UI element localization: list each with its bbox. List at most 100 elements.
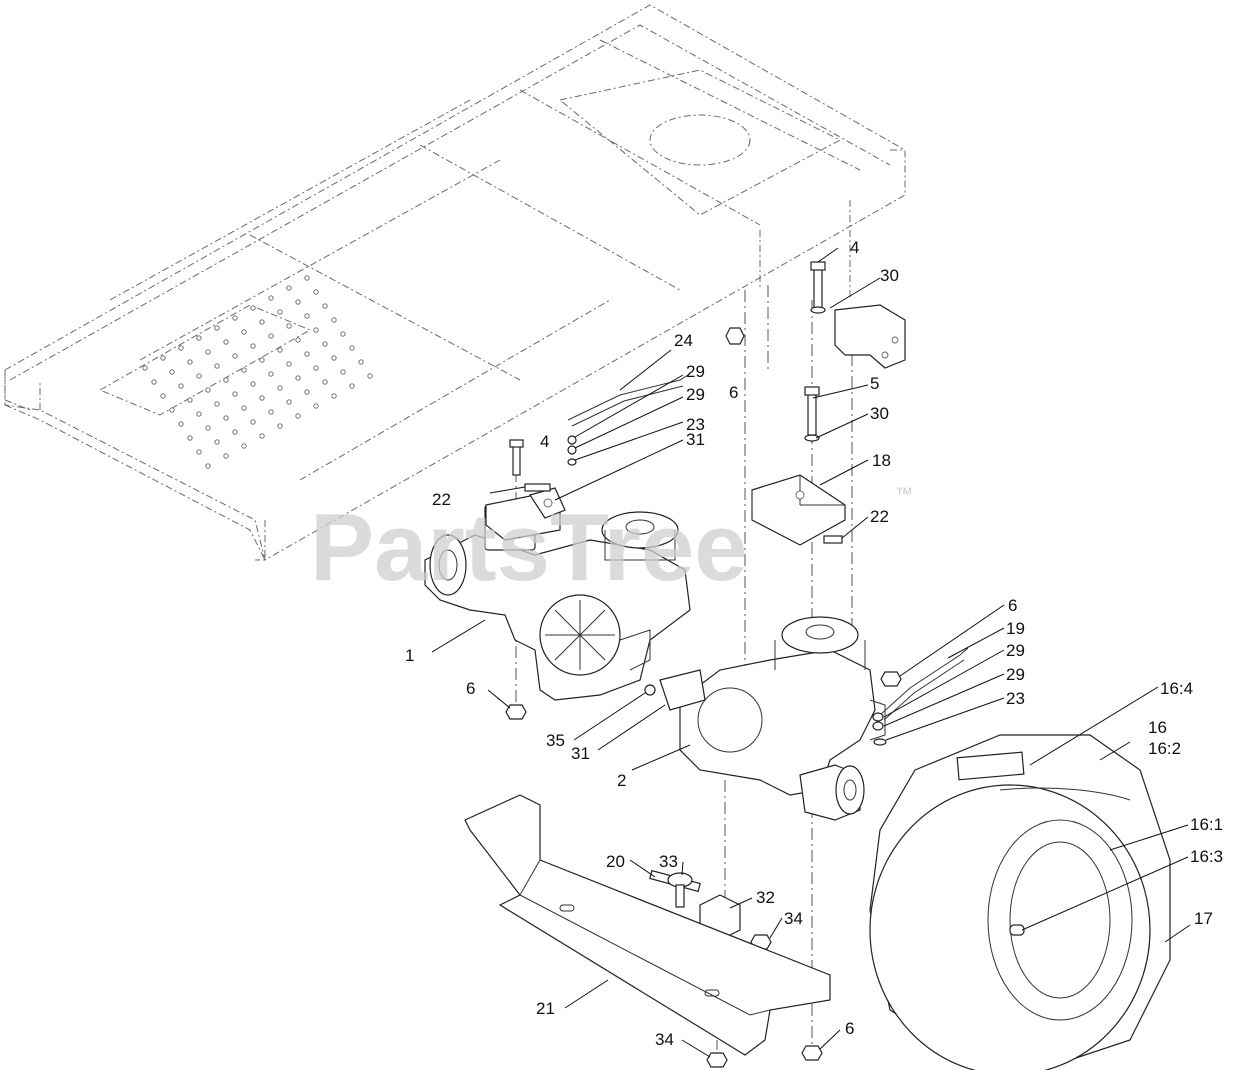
callout-16-2: 16:2 bbox=[1148, 739, 1181, 758]
mower-frame bbox=[4, 4, 906, 561]
floor-plate-hole bbox=[295, 375, 301, 381]
callout-16-1: 16:1 bbox=[1190, 815, 1223, 834]
partstree-watermark: PartsTree ™ bbox=[310, 484, 913, 601]
callout-22-right: 22 bbox=[870, 507, 889, 526]
floor-plate-hole bbox=[295, 337, 301, 343]
floor-plate-hole bbox=[367, 373, 373, 379]
floor-plate-hole bbox=[214, 439, 220, 445]
callout-labels: 4 30 24 29 29 23 31 6 5 30 18 22 4 22 1 … bbox=[405, 238, 1223, 1049]
mount-bracket-18 bbox=[751, 474, 846, 546]
callout-23-left: 23 bbox=[686, 415, 705, 434]
floor-plate-hole bbox=[187, 397, 193, 403]
floor-plate-hole bbox=[187, 435, 193, 441]
callout-30-upper: 30 bbox=[880, 266, 899, 285]
floor-plate-hole bbox=[322, 341, 328, 347]
floor-plate-hole bbox=[250, 343, 256, 349]
floor-plate-hole bbox=[205, 387, 211, 393]
floor-plate-hole bbox=[295, 299, 301, 305]
floor-plate-hole bbox=[286, 361, 292, 367]
floor-plate-hole bbox=[205, 425, 211, 431]
callout-6-frame: 6 bbox=[729, 383, 738, 402]
callout-29-right-a: 29 bbox=[1006, 641, 1025, 660]
floor-plate-hole bbox=[178, 421, 184, 427]
floor-plate-hole bbox=[196, 335, 202, 341]
floor-plate-hole bbox=[223, 339, 229, 345]
floor-plate-hole bbox=[223, 377, 229, 383]
floor-plate-hole bbox=[241, 405, 247, 411]
callout-31-lower: 31 bbox=[571, 744, 590, 763]
floor-plate-hole bbox=[232, 315, 238, 321]
floor-plate-hole bbox=[178, 383, 184, 389]
floor-plate-hole bbox=[268, 371, 274, 377]
callout-6-right: 6 bbox=[1008, 596, 1017, 615]
floor-plate-hole bbox=[322, 303, 328, 309]
floor-plate-hole bbox=[304, 351, 310, 357]
callout-21: 21 bbox=[536, 999, 555, 1018]
callout-22-left: 22 bbox=[432, 490, 451, 509]
callout-5: 5 bbox=[870, 374, 879, 393]
floor-plate-hole bbox=[259, 433, 265, 439]
floor-plate-hole bbox=[277, 309, 283, 315]
floor-plate-hole bbox=[241, 367, 247, 373]
floor-plate-hole bbox=[241, 329, 247, 335]
floor-plate-hole bbox=[169, 369, 175, 375]
floor-plate-hole bbox=[304, 313, 310, 319]
floor-plate-hole bbox=[322, 379, 328, 385]
callout-2: 2 bbox=[617, 771, 626, 790]
floor-plate-hole bbox=[250, 305, 256, 311]
callout-35: 35 bbox=[546, 731, 565, 750]
callout-29-right-b: 29 bbox=[1006, 665, 1025, 684]
floor-plate-hole bbox=[205, 463, 211, 469]
floor-plate-hole bbox=[160, 355, 166, 361]
watermark-text: PartsTree bbox=[310, 494, 748, 601]
floor-plate-hole bbox=[214, 363, 220, 369]
floor-plate-hole bbox=[304, 275, 310, 281]
floor-plate-hole bbox=[196, 411, 202, 417]
callout-31-upper: 31 bbox=[686, 430, 705, 449]
floor-plate-hole bbox=[358, 359, 364, 365]
callout-33: 33 bbox=[659, 852, 678, 871]
callout-18: 18 bbox=[872, 451, 891, 470]
floor-plate-hole bbox=[142, 365, 148, 371]
callout-34-bottom: 34 bbox=[655, 1030, 674, 1049]
floor-plate-hole bbox=[331, 393, 337, 399]
floor-plate-hole bbox=[169, 407, 175, 413]
floor-plate-hole bbox=[196, 449, 202, 455]
floor-plate-hole bbox=[277, 347, 283, 353]
floor-plate-hole bbox=[250, 381, 256, 387]
floor-plate-hole bbox=[277, 423, 283, 429]
floor-plate-hole bbox=[313, 403, 319, 409]
floor-plate-hole bbox=[259, 319, 265, 325]
callout-30-lower: 30 bbox=[870, 404, 889, 423]
callout-16-4: 16:4 bbox=[1160, 679, 1193, 698]
floor-plate-hole bbox=[277, 385, 283, 391]
callout-32: 32 bbox=[756, 888, 775, 907]
floor-plate-hole bbox=[340, 369, 346, 375]
callout-4-left: 4 bbox=[540, 432, 549, 451]
control-rod-24 bbox=[567, 374, 689, 427]
floor-plate-hole bbox=[286, 285, 292, 291]
floor-plate-hole bbox=[268, 409, 274, 415]
floor-plate-hole bbox=[232, 353, 238, 359]
floor-plate-hole bbox=[250, 419, 256, 425]
callout-6-bottom: 6 bbox=[845, 1019, 854, 1038]
rear-tire-assembly bbox=[869, 734, 1171, 1070]
floor-plate-hole bbox=[241, 443, 247, 449]
floor-plate-hole bbox=[187, 359, 193, 365]
floor-plate-hole bbox=[178, 345, 184, 351]
floor-plate-hole bbox=[313, 327, 319, 333]
callout-16-3: 16:3 bbox=[1190, 847, 1223, 866]
floor-plate-hole bbox=[259, 357, 265, 363]
floor-plate-hole bbox=[349, 383, 355, 389]
callout-34-right: 34 bbox=[784, 909, 803, 928]
floor-plate-hole bbox=[340, 331, 346, 337]
floor-plate-hole bbox=[313, 365, 319, 371]
callout-19: 19 bbox=[1006, 619, 1025, 638]
floor-plate-holes bbox=[142, 275, 373, 469]
floor-plate-hole bbox=[214, 325, 220, 331]
floor-plate-hole bbox=[268, 333, 274, 339]
floor-plate-hole bbox=[331, 355, 337, 361]
floor-plate-hole bbox=[214, 401, 220, 407]
callout-23-right: 23 bbox=[1006, 689, 1025, 708]
